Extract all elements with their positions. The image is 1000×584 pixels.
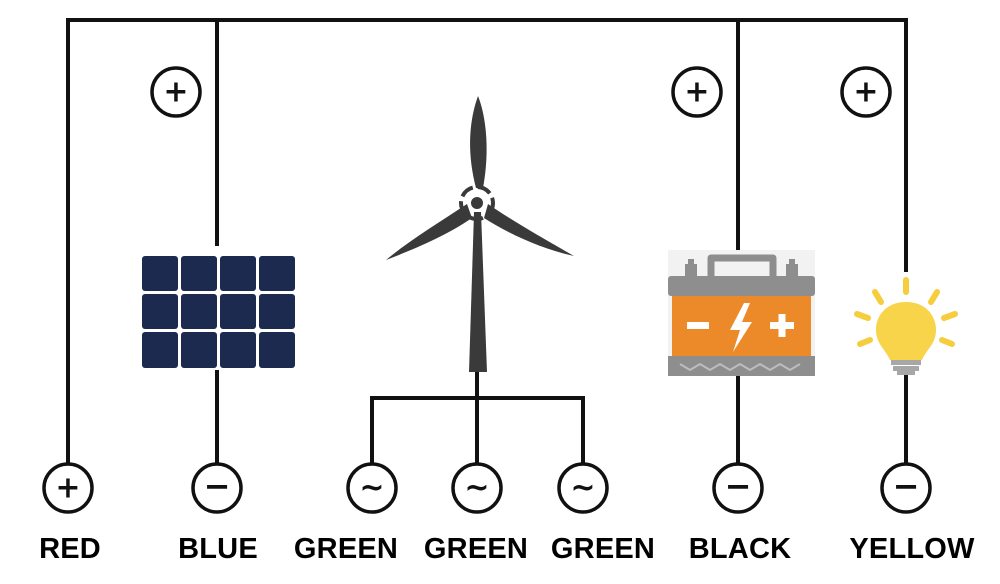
- black-minus-terminal: −: [712, 462, 764, 514]
- label-green-3: GREEN: [550, 533, 656, 565]
- solar-plus-terminal: +: [150, 66, 202, 118]
- yellow-minus-terminal: −: [880, 462, 932, 514]
- light-bulb-icon: [854, 277, 958, 375]
- green-ac-terminal-2: ~: [451, 462, 503, 514]
- blue-minus-terminal: −: [191, 462, 243, 514]
- minus-sign: −: [893, 467, 920, 505]
- ac-sign: ~: [464, 471, 489, 506]
- label-black: BLACK: [688, 533, 792, 565]
- green-ac-terminal-3: ~: [557, 462, 609, 514]
- solar-panel-icon: [140, 254, 297, 370]
- plus-sign: +: [163, 75, 188, 110]
- label-green-1: GREEN: [293, 533, 399, 565]
- minus-sign: −: [725, 467, 752, 505]
- ac-sign: ~: [570, 471, 595, 506]
- red-plus-terminal: +: [42, 462, 94, 514]
- green-ac-terminal-1: ~: [346, 462, 398, 514]
- minus-sign: −: [204, 467, 231, 505]
- plus-sign: +: [55, 471, 80, 506]
- battery-plus-terminal: +: [671, 66, 723, 118]
- ac-sign: ~: [359, 471, 384, 506]
- label-red: RED: [39, 533, 101, 565]
- plus-sign: +: [853, 75, 878, 110]
- load-plus-terminal: +: [840, 66, 892, 118]
- label-blue: BLUE: [178, 533, 258, 565]
- wiring: [66, 18, 908, 464]
- plus-sign: +: [684, 75, 709, 110]
- wind-turbine-icon: [386, 96, 574, 372]
- battery-icon: [668, 250, 815, 376]
- label-green-2: GREEN: [423, 533, 529, 565]
- label-yellow: YELLOW: [849, 533, 975, 565]
